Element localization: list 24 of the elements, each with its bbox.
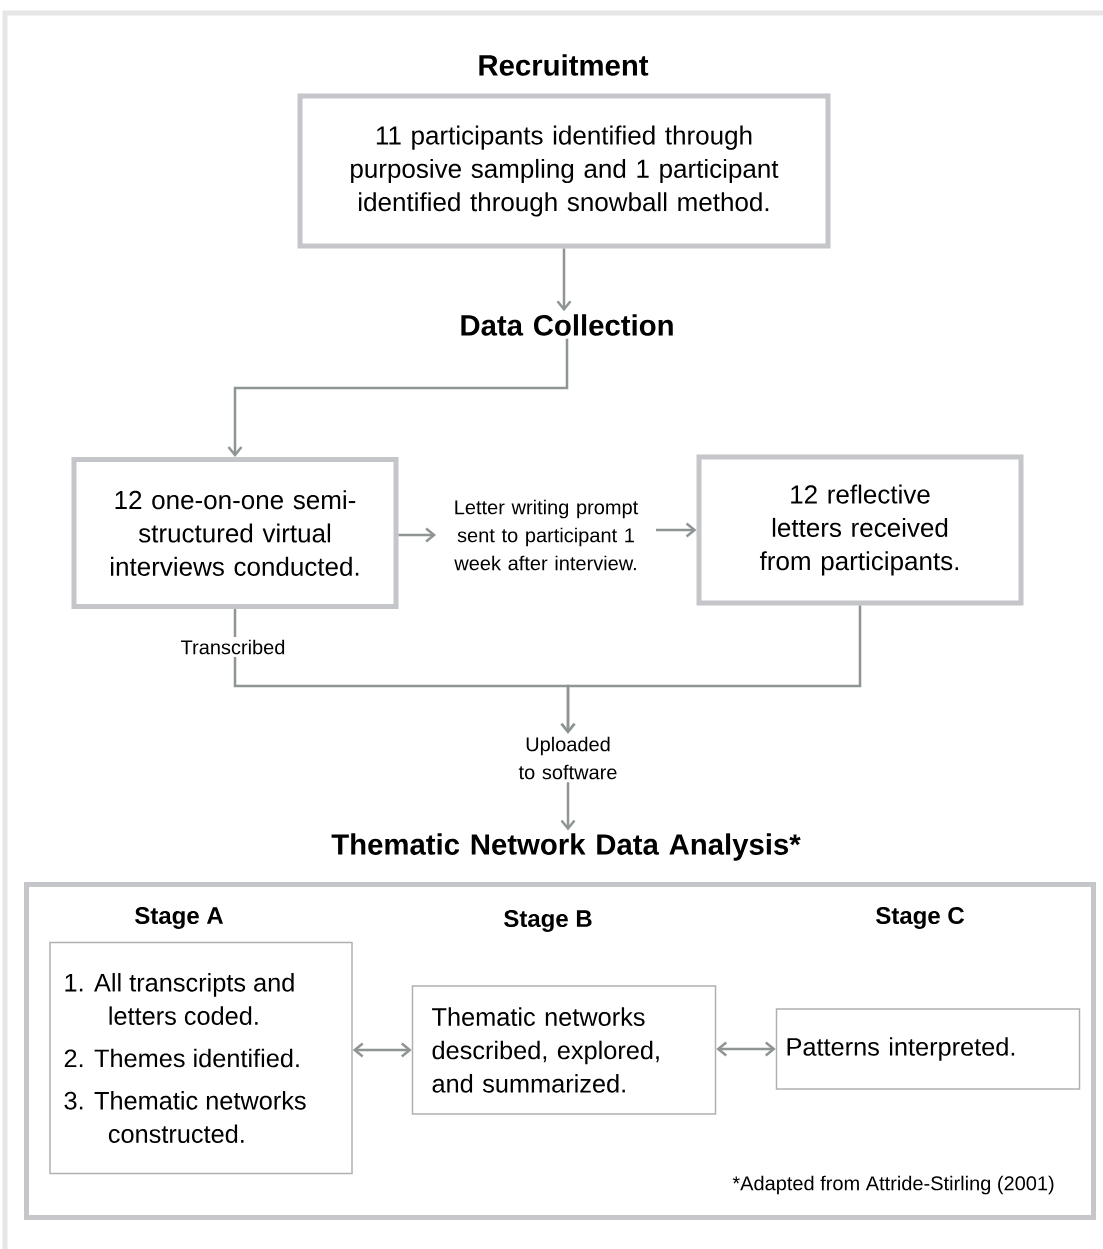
process-box: 12 reflective letters received from participants. — [696, 454, 1024, 606]
arrow — [227, 338, 569, 457]
process-box: 12 one-on-one semi-structured virtual interviews conducted. — [71, 457, 399, 609]
arrow — [352, 1042, 412, 1058]
step-text: Letter writing prompt sent to participant 1 week after interview. — [454, 499, 639, 571]
stage-box: Patterns interpreted. — [775, 1008, 1081, 1090]
footnote: *Adapted from Attride-Stirling (2001) — [732, 1175, 1054, 1195]
stage-box: 1. All transcripts and letters coded. 2. Themes identified. 3. Thematic networks constructed. — [49, 941, 353, 1175]
arrow — [716, 1041, 776, 1057]
arrow — [556, 248, 572, 312]
section-heading: Thematic Network Data Analysis* — [331, 833, 801, 861]
edge-label: Transcribed — [177, 637, 289, 657]
section-heading: Data Collection — [461, 314, 673, 336]
arrow — [560, 605, 862, 734]
stage-heading: Stage A — [135, 907, 224, 929]
stage-heading: Stage C — [876, 907, 964, 929]
box-heading: Recruitment — [479, 54, 649, 76]
stage-box: Thematic networks described, explored, and summarized. — [411, 985, 717, 1115]
step-text: Uploaded to software — [518, 736, 617, 780]
arrow — [655, 522, 697, 538]
arrow — [398, 527, 437, 543]
process-box: 11 participants identified through purposive sampling and 1 participant identified through snowball method. — [297, 93, 831, 249]
stage-heading: Stage B — [504, 910, 592, 932]
arrow — [560, 782, 576, 831]
